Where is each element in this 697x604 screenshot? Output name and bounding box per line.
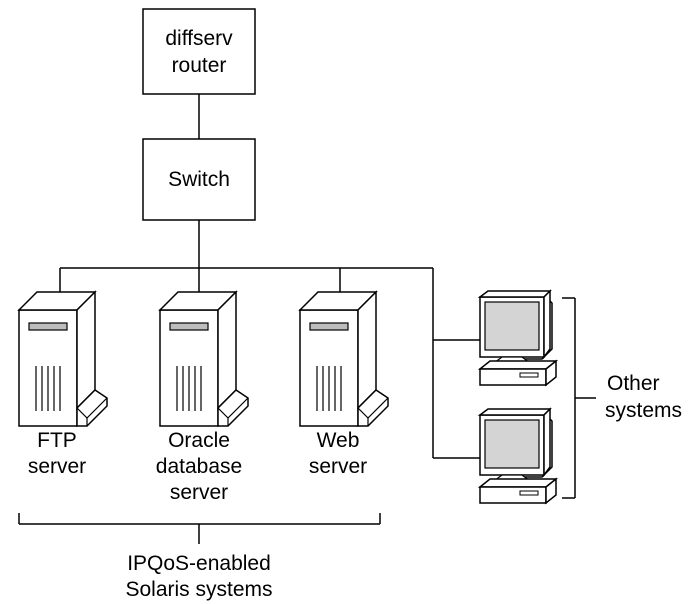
workstation-icon-2	[479, 408, 557, 504]
router-label-line1: diffserv	[165, 27, 233, 50]
switch-label: Switch	[168, 168, 230, 191]
router-box	[142, 8, 256, 95]
switch-node: Switch	[142, 138, 256, 221]
servers-group-label-line1: IPQoS-enabled	[127, 552, 271, 575]
web-server-label-line1: Web	[317, 429, 360, 452]
oracle-database-server-icon	[159, 291, 249, 427]
other-systems-label-line1: Other	[607, 372, 660, 395]
other-systems-label-line2: systems	[605, 399, 682, 422]
router-label-line2: router	[172, 54, 227, 77]
ftp-server-label-line2: server	[28, 455, 86, 478]
oracle-server-label-line3: server	[170, 481, 228, 504]
oracle-server-label-line2: database	[156, 455, 242, 478]
web-server-icon	[299, 291, 389, 427]
oracle-server-label-line1: Oracle	[168, 429, 230, 452]
ftp-server-label: FTP server	[28, 429, 86, 478]
diffserv-router-node: diffserv router	[142, 8, 256, 95]
ftp-server-label-line1: FTP	[37, 429, 77, 452]
oracle-server-label: Oracle database server	[156, 429, 242, 504]
web-server-label: Web server	[309, 429, 367, 478]
ftp-server-icon	[18, 291, 108, 427]
servers-group-label-line2: Solaris systems	[125, 578, 272, 601]
web-server-label-line2: server	[309, 455, 367, 478]
other-systems-bracket	[562, 297, 596, 499]
servers-group-bracket	[18, 513, 381, 544]
workstation-icon-1	[479, 290, 557, 386]
